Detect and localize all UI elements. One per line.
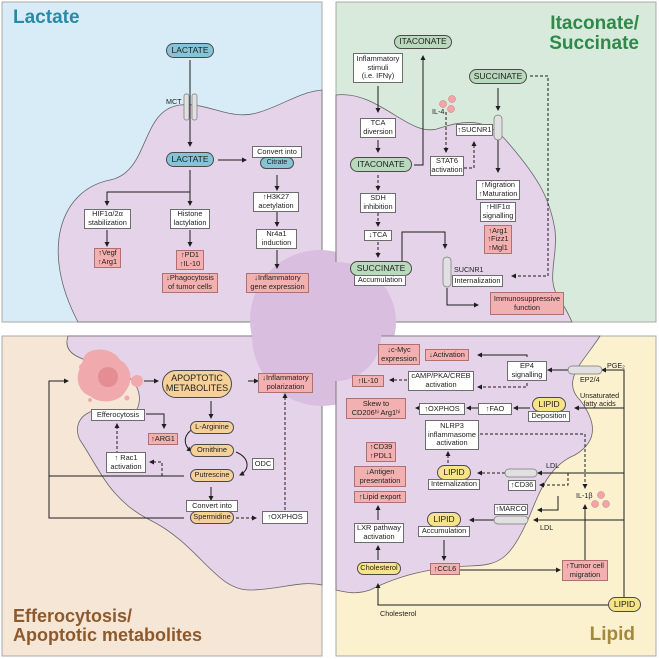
lactate-extracellular: LACTATE xyxy=(166,43,214,58)
apoptotic-cell-icon xyxy=(77,349,143,402)
title-lactate: Lactate xyxy=(13,7,80,28)
vegf-arg1-box: ↑Vegf ↑Arg1 xyxy=(94,248,121,268)
il1b-cytokine-icon xyxy=(591,491,610,508)
il1b-label: IL-1β xyxy=(576,491,593,500)
l-arginine-pill: L-Arginine xyxy=(190,421,234,434)
inflammatory-gene-box: ↓Inflammatory gene expression xyxy=(246,273,309,293)
nr4a1-induction-box: Nr4a1 induction xyxy=(256,229,297,249)
lipid-extracellular-pill: LIPID xyxy=(608,597,641,612)
camp-pka-creb-box: cAMP/PKA/CREB activation xyxy=(408,371,474,391)
fao-up-box: ↑FAO xyxy=(478,403,512,415)
cmyc-expression-box: ↓c-Myc expression xyxy=(378,344,420,365)
inflammatory-stimuli-box: Inflammatory stimuli (i.e. IFNγ) xyxy=(353,53,403,83)
ornithine-pill: Ornithine xyxy=(190,444,234,457)
stat6-activation-box: STAT6 activation xyxy=(430,156,464,176)
sucnr1-internalized-icon xyxy=(442,256,452,288)
tumor-migration-box: ↑Tumor cell migration xyxy=(562,560,608,581)
mct-transporter-icon xyxy=(183,93,198,121)
activation-down-box: ↓Activation xyxy=(425,349,469,361)
marco-up-box: ↑MARCO xyxy=(494,504,528,515)
lipid-internalization-pill: LIPID xyxy=(437,465,471,480)
lipid-accumulation-pill: LIPID xyxy=(427,512,461,527)
lipid-export-box: ↑Lipid export xyxy=(354,491,406,503)
apoptotic-metabolites-pill: APOPTOTIC METABOLITES xyxy=(162,370,232,398)
spermidine-pill: Spermidine xyxy=(190,511,234,524)
tca-down-box: ↓TCA xyxy=(364,230,392,241)
migration-maturation-box: ↑Migration ↑Maturation xyxy=(476,180,520,200)
efferocytosis-arrows xyxy=(48,378,288,521)
h3k27-acetylation-box: ↑H3K27 acetylation xyxy=(253,192,299,212)
lipid-deposition-pill: LIPID xyxy=(532,397,566,412)
unsaturated-fatty-acids-label: Unsaturated fatty acids xyxy=(580,391,620,409)
efferocytosis-box: Efferocytosis xyxy=(91,409,145,421)
itaconate-arrows xyxy=(375,55,549,308)
itaconate-extracellular: ITACONATE xyxy=(394,35,452,49)
tca-diversion-box: TCA diversion xyxy=(360,118,396,138)
title-itaconate-succinate: Itaconate/ Succinate xyxy=(549,13,639,54)
itaconate-intracellular: ITACONATE xyxy=(350,157,412,172)
putrescine-pill: Putrescine xyxy=(190,469,234,482)
internalization-box: Internalization xyxy=(452,275,503,287)
internalization-box-lipid: Internalization xyxy=(428,479,480,490)
mct-label: MCT xyxy=(166,97,182,106)
ep24-label: EP2/4 xyxy=(580,375,600,384)
pge2-label: PGE₂ xyxy=(607,361,625,370)
inflammatory-polarization-box: ↓Inflammatory polarization xyxy=(258,373,313,393)
hif-stabilization-box: HIF1α/2α stabilization xyxy=(84,209,131,229)
cholesterol-intracellular-pill: Cholesterol xyxy=(357,562,401,575)
sdh-inhibition-box: SDH inhibition xyxy=(360,193,396,213)
deposition-box: Deposition xyxy=(528,411,570,422)
cholesterol-label: Cholesterol xyxy=(380,609,417,618)
immunosuppressive-box: Immunosuppressive function xyxy=(490,292,564,315)
antigen-presentation-box: ↓Antigen presentation xyxy=(354,466,406,487)
lipid-arrows xyxy=(375,352,625,606)
arg1-up-box: ↑ARG1 xyxy=(148,433,178,445)
skew-cd206-box: Skew to CD206ʰⁱ Arg1ʰⁱ xyxy=(346,398,406,419)
citrate-pill: Citrate xyxy=(260,157,294,169)
lxr-pathway-box: LXR pathway activation xyxy=(354,523,404,543)
oxphos-up-box-lipid: ↑OXPHOS xyxy=(419,403,465,415)
pd1-il10-box: ↑PD1 ↑IL-10 xyxy=(176,250,204,270)
nucleus-lipid xyxy=(291,291,381,381)
succinate-extracellular: SUCCINATE xyxy=(469,69,527,84)
phagocytosis-box: ↓Phagocytosis of tumor cells xyxy=(162,273,218,293)
ccl6-up-box: ↑CCL6 xyxy=(430,563,460,575)
lactate-intracellular: LACTATE xyxy=(166,152,214,167)
arg1-fizz1-mgl1-box: ↑Arg1 ↑Fizz1 ↑Mgl1 xyxy=(484,225,512,254)
lipid-receptors-icon xyxy=(493,365,603,525)
il10-up-box: ↑IL-10 xyxy=(352,375,384,387)
il4-cytokine-icon xyxy=(439,95,456,113)
succinate-intracellular: SUCCINATE xyxy=(350,261,412,276)
nlrp3-inflammasome-box: NLRP3 inflammasome activation xyxy=(425,420,479,450)
il4-label: IL-4 xyxy=(432,107,445,116)
sucnr1-receptor-icon xyxy=(493,114,503,141)
ldl-label-1: LDL xyxy=(546,461,560,470)
ldl-label-2: LDL xyxy=(540,523,554,532)
sucnr1-label: SUCNR1 xyxy=(454,265,484,274)
rac1-activation-box: ↑ Rac1 activation xyxy=(106,452,146,473)
title-efferocytosis: Efferocytosis/ Apoptotic metabolites xyxy=(13,606,203,645)
accumulation-box: Accumulation xyxy=(354,275,406,286)
cd36-up-box: ↑CD36 xyxy=(508,480,536,491)
accumulation-box-lipid: Accumulation xyxy=(418,526,470,537)
sucnr1-up-box: ↑SUCNR1 xyxy=(456,124,493,136)
histone-lactylation-box: Histone lactylation xyxy=(170,209,210,229)
title-lipid: Lipid xyxy=(589,624,635,645)
hif1a-signalling-box: ↑HIF1α signalling xyxy=(480,202,516,222)
lactate-arrows xyxy=(104,60,280,269)
oxphos-up-box-efferocytosis: ↑OXPHOS xyxy=(262,511,308,524)
odc-box: ODC xyxy=(252,458,274,470)
ep4-signalling-box: EP4 signalling xyxy=(507,361,547,381)
cd39-pdl1-box: ↑CD39 ↑PDL1 xyxy=(366,442,396,462)
